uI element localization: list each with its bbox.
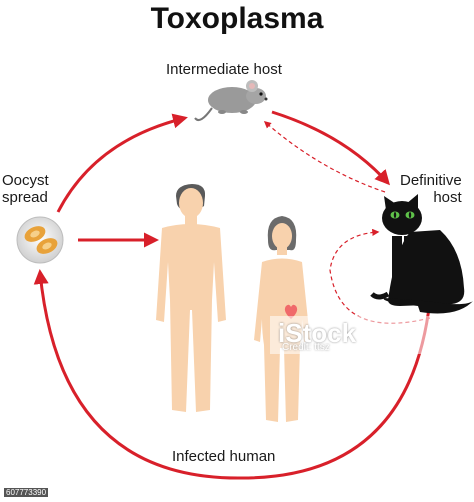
arrow-mouse-to-cat xyxy=(271,110,391,186)
watermark-credit: Credit: ttsz xyxy=(282,342,330,353)
heart-icon xyxy=(284,304,298,319)
mouse-icon xyxy=(194,80,268,121)
oocyst-label-line1: Oocyst xyxy=(2,172,49,189)
definitive-host-label-line2: host xyxy=(433,189,462,206)
definitive-host-label: Definitive host xyxy=(400,172,462,206)
male-figure-icon xyxy=(156,184,226,412)
diagram-title: Toxoplasma xyxy=(150,2,324,35)
cat-icon xyxy=(370,194,474,314)
definitive-host-label-line1: Definitive xyxy=(400,172,462,189)
watermark-band xyxy=(270,316,474,354)
arrow-oocyst-to-mouse xyxy=(56,113,188,213)
dashed-loop-cat-self xyxy=(329,228,431,324)
infected-human-label: Infected human xyxy=(172,448,276,465)
arrow-cat-to-oocyst xyxy=(33,269,432,480)
image-id-label: 607773390 xyxy=(4,488,49,497)
oocyst-icon xyxy=(16,216,64,264)
intermediate-host-label: Intermediate host xyxy=(166,61,282,78)
watermark-brand: iStock xyxy=(278,318,357,348)
oocyst-spread-label: Oocyst spread xyxy=(2,172,49,206)
dashed-arrow-cat-to-mouse xyxy=(263,121,386,193)
oocyst-label-line2: spread xyxy=(2,189,48,206)
